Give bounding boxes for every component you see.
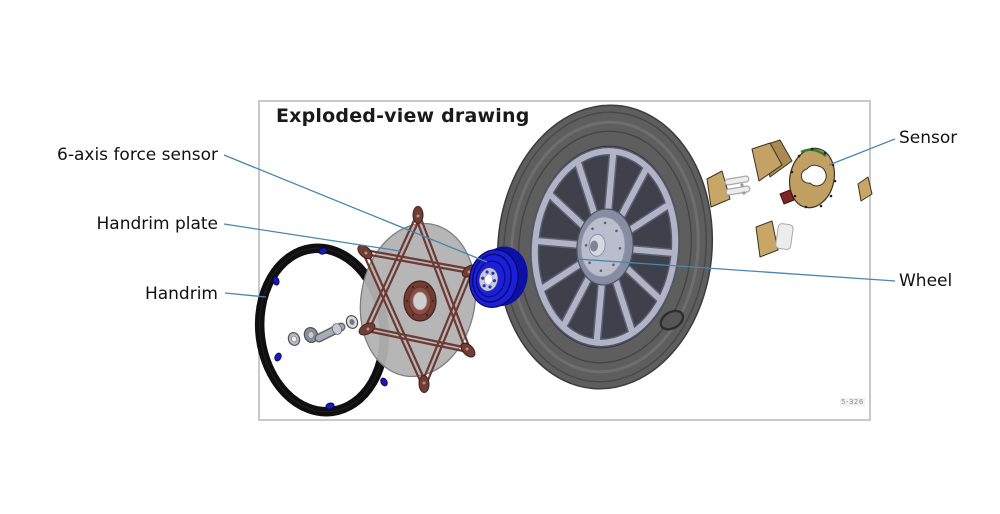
force-sensor-drawing [468, 246, 528, 308]
wheel-valve-hole [659, 309, 685, 331]
leader-wheel [576, 258, 896, 282]
sensor-bearing-balls [481, 270, 496, 289]
label-wheel: Wheel [899, 271, 953, 291]
axle-parts-drawing [287, 315, 359, 346]
sensor-ring-bolt-dots [790, 147, 837, 209]
leader-handrim [224, 292, 267, 298]
label-handrim: Handrim [144, 284, 218, 304]
wheel-drawing [496, 104, 714, 390]
handrim-plate-drawing [357, 206, 479, 393]
wheel-hub-bolt-holes [584, 221, 622, 273]
label-handrim-plate: Handrim plate [96, 214, 219, 234]
label-6-axis-force-sensor: 6-axis force sensor [57, 145, 218, 165]
leader-handrim-plate [223, 223, 401, 252]
figure-number: 5-326 [840, 398, 865, 406]
label-sensor: Sensor [899, 128, 958, 148]
plate-pad-dots [364, 214, 471, 385]
figure-title: Exploded-view drawing [276, 105, 530, 127]
sensor-parts-drawing [706, 139, 873, 258]
sensor-ring-plate [788, 147, 837, 209]
leader-lines [223, 138, 896, 298]
plate-hub-dots [406, 286, 434, 316]
plate-spokes [361, 214, 474, 387]
leader-sensor [828, 138, 896, 166]
wheel-spokes [534, 150, 676, 344]
leader-6-axis-force-sensor [223, 154, 488, 263]
